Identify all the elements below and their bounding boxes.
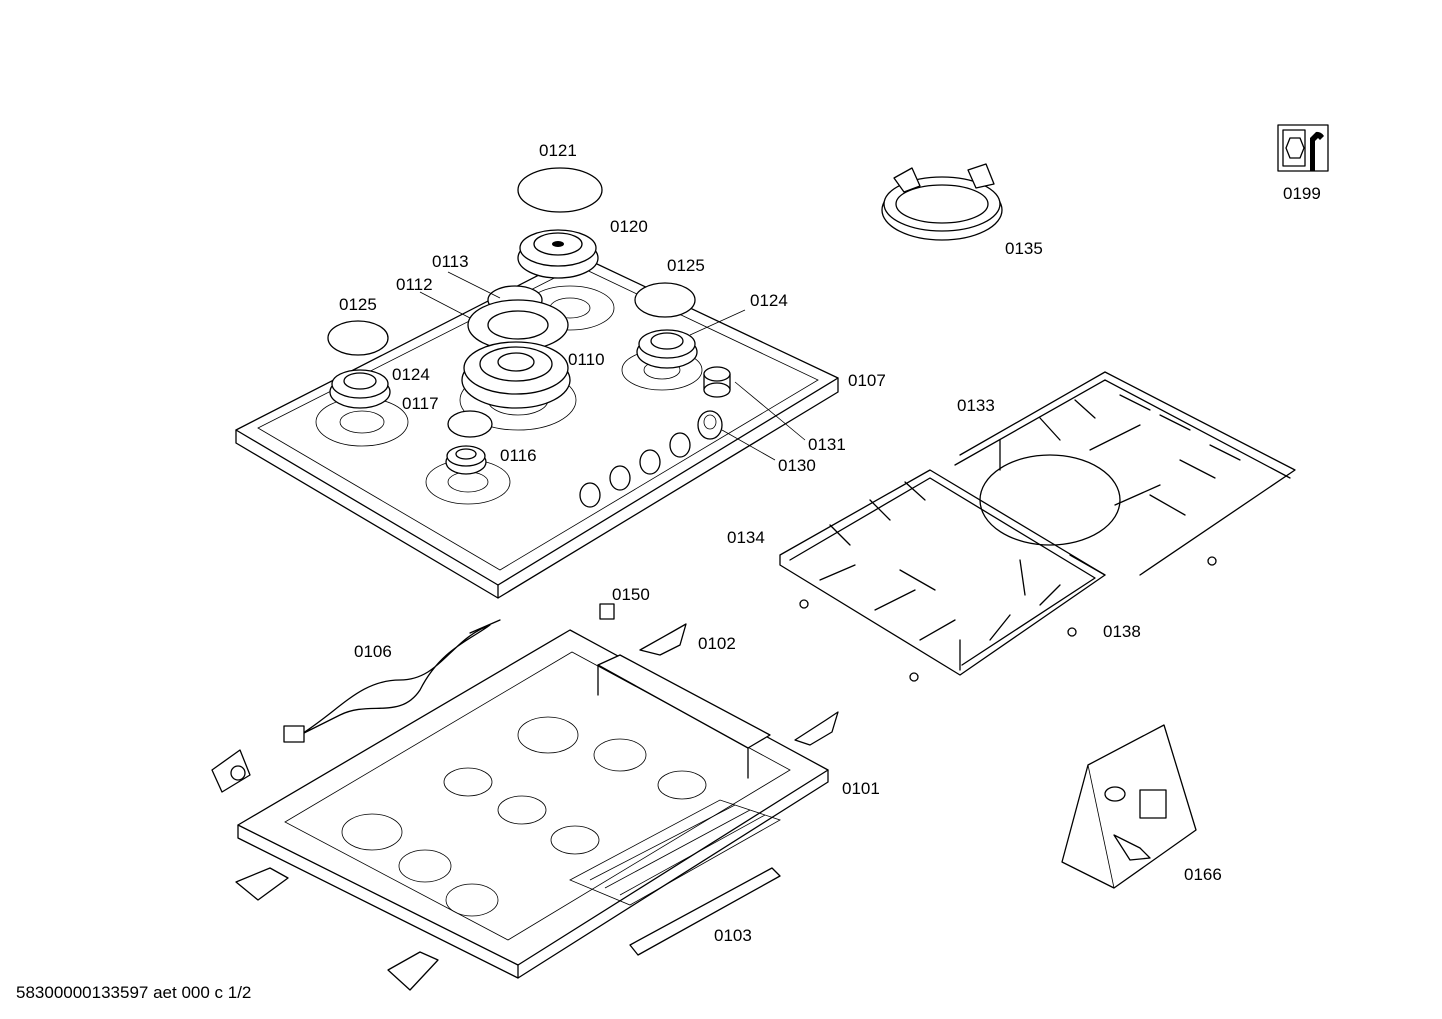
- burner-medium: [329, 369, 391, 409]
- part-label-0106: 0106: [354, 642, 392, 661]
- burner-cap: [634, 282, 696, 318]
- power-cable: [283, 619, 501, 743]
- wrench-icon: [1277, 124, 1329, 172]
- part-label-0125-right: 0125: [667, 256, 705, 275]
- part-label-0120: 0120: [610, 217, 648, 236]
- part-label-0121: 0121: [539, 141, 577, 160]
- part-label-0199: 0199: [1283, 184, 1321, 203]
- part-label-0131: 0131: [808, 435, 846, 454]
- part-label-0150: 0150: [612, 585, 650, 604]
- burner-large: [517, 229, 599, 279]
- burner-small: [445, 445, 487, 475]
- burner-cap: [327, 320, 389, 356]
- fixing-clip: [639, 623, 687, 656]
- part-label-0125-left: 0125: [339, 295, 377, 314]
- part-label-0112: 0112: [396, 275, 433, 294]
- fixing-clip: [235, 867, 289, 901]
- ignition-module: [211, 749, 251, 793]
- burner-cap-small: [447, 410, 493, 438]
- document-footer-code: 58300000133597 aet 000 c 1/2: [16, 983, 252, 1002]
- bracket-small: [599, 603, 615, 620]
- part-label-0166: 0166: [1184, 865, 1222, 884]
- part-label-0117: 0117: [402, 394, 439, 413]
- control-knob: [697, 366, 731, 440]
- base-tray: [237, 629, 829, 979]
- burner-medium: [636, 329, 698, 369]
- wok-ring: [881, 163, 1003, 241]
- fixing-clip: [387, 951, 439, 991]
- part-label-0124-left: 0124: [392, 365, 430, 384]
- accessory-bag: [1061, 724, 1197, 889]
- part-label-0116: 0116: [500, 446, 537, 465]
- part-label-0103: 0103: [714, 926, 752, 945]
- part-label-0101: 0101: [842, 779, 880, 798]
- burner-cap: [517, 167, 603, 213]
- wok-burner: [461, 285, 571, 409]
- part-label-0130: 0130: [778, 456, 816, 475]
- pan-support-grid: [779, 371, 1296, 682]
- seal-strip: [629, 867, 781, 956]
- part-label-0110: 0110: [568, 350, 605, 369]
- part-label-0133: 0133: [957, 396, 995, 415]
- part-label-0113: 0113: [432, 252, 469, 271]
- part-label-0107: 0107: [848, 371, 886, 390]
- part-label-0124-right: 0124: [750, 291, 788, 310]
- part-label-0135: 0135: [1005, 239, 1043, 258]
- part-label-0138: 0138: [1103, 622, 1141, 641]
- fixing-clip: [794, 711, 839, 746]
- part-label-0102: 0102: [698, 634, 736, 653]
- part-label-0134: 0134: [727, 528, 765, 547]
